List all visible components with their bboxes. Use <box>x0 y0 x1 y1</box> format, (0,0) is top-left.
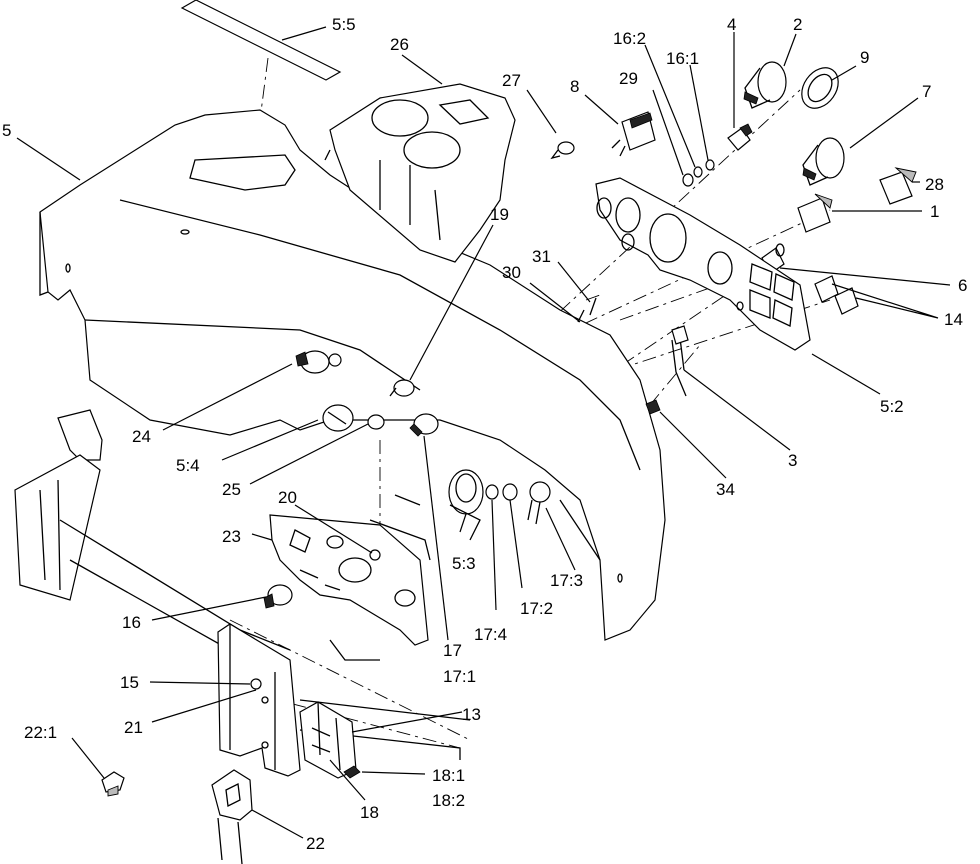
callout-23: 23 <box>222 527 241 546</box>
callout-20: 20 <box>278 488 297 507</box>
part-26-cup-holder <box>324 83 516 263</box>
part-3-harness <box>671 325 689 397</box>
bracket-frame <box>329 494 481 661</box>
callout-5-2: 5:2 <box>880 397 904 416</box>
part-14-switches <box>814 275 859 315</box>
callout-17: 17 <box>443 641 462 660</box>
callout-18: 18 <box>360 803 379 822</box>
part-17-2-nut <box>502 483 518 501</box>
callout-17-4: 17:4 <box>474 625 507 644</box>
callout-29: 29 <box>619 69 638 88</box>
callout-2: 2 <box>793 15 802 34</box>
part-18-1-fuse <box>343 765 361 779</box>
part-18-fuse-block <box>299 701 357 779</box>
part-25-bushing <box>367 414 385 430</box>
callout-24: 24 <box>132 427 151 446</box>
callout-27: 27 <box>502 71 521 90</box>
callout-5-4: 5:4 <box>176 456 200 475</box>
part-23-mount-plate <box>269 514 429 646</box>
part-17-relay <box>409 413 439 437</box>
steering-column <box>14 409 291 651</box>
part-5-4-bracket <box>322 404 354 432</box>
part-1-switch <box>797 193 833 233</box>
part-7-gauge <box>802 137 845 186</box>
part-17-4-ring <box>485 484 499 500</box>
part-22-1-connector <box>101 771 125 797</box>
callout-22-1: 22:1 <box>24 723 57 742</box>
callout-8: 8 <box>570 77 579 96</box>
part-22-harness-plug <box>211 769 253 864</box>
callout-21: 21 <box>124 718 143 737</box>
callout-9: 9 <box>860 48 869 67</box>
part-28-switch <box>879 167 917 205</box>
callout-31: 31 <box>532 247 551 266</box>
callout-7: 7 <box>922 82 931 101</box>
callout-16-1: 16:1 <box>666 49 699 68</box>
callout-16: 16 <box>122 613 141 632</box>
callout-17-2: 17:2 <box>520 599 553 618</box>
callout-5-5: 5:5 <box>332 15 356 34</box>
part-5-console-cover <box>39 109 666 641</box>
callout-34: 34 <box>716 480 735 499</box>
callout-30: 30 <box>502 263 521 282</box>
part-17-3-key-switch <box>527 481 551 525</box>
callout-6: 6 <box>958 276 967 295</box>
part-16-power-point <box>263 584 293 609</box>
part-34-clip <box>645 399 661 415</box>
callout-25: 25 <box>222 480 241 499</box>
callout-5: 5 <box>2 121 11 140</box>
part-2-gauge <box>743 61 787 109</box>
callout-18-1: 18:1 <box>432 766 465 785</box>
callout-19: 19 <box>490 205 509 224</box>
callout-15: 15 <box>120 673 139 692</box>
callout-18-2: 18:2 <box>432 791 465 810</box>
part-24-indicator <box>295 350 342 374</box>
callout-3: 3 <box>788 451 797 470</box>
callout-17-3: 17:3 <box>550 571 583 590</box>
callout-13: 13 <box>462 705 481 724</box>
callout-22: 22 <box>306 834 325 853</box>
callout-leaders <box>16 26 951 839</box>
part-27-plug <box>550 141 575 160</box>
small-parts-29-16-4 <box>682 123 753 187</box>
callout-17-1: 17:1 <box>443 667 476 686</box>
part-30-31-screws <box>577 297 597 323</box>
part-20-stud <box>369 549 381 561</box>
callout-14: 14 <box>944 310 963 329</box>
part-8-switch <box>611 111 656 157</box>
callout-labels: 5:5 26 27 8 16:2 29 16:1 4 2 9 7 28 1 5 … <box>2 15 967 853</box>
callout-16-2: 16:2 <box>613 29 646 48</box>
part-9-bezel-ring <box>801 67 839 109</box>
part-5-2-gauge-panel <box>595 177 811 351</box>
callout-5-3: 5:3 <box>452 554 476 573</box>
part-5-5-strip <box>180 0 342 81</box>
callout-4: 4 <box>727 15 736 34</box>
callout-28: 28 <box>925 175 944 194</box>
callout-1: 1 <box>930 202 939 221</box>
callout-26: 26 <box>390 35 409 54</box>
lower-bracket <box>217 623 471 777</box>
part-19-module <box>389 379 415 397</box>
